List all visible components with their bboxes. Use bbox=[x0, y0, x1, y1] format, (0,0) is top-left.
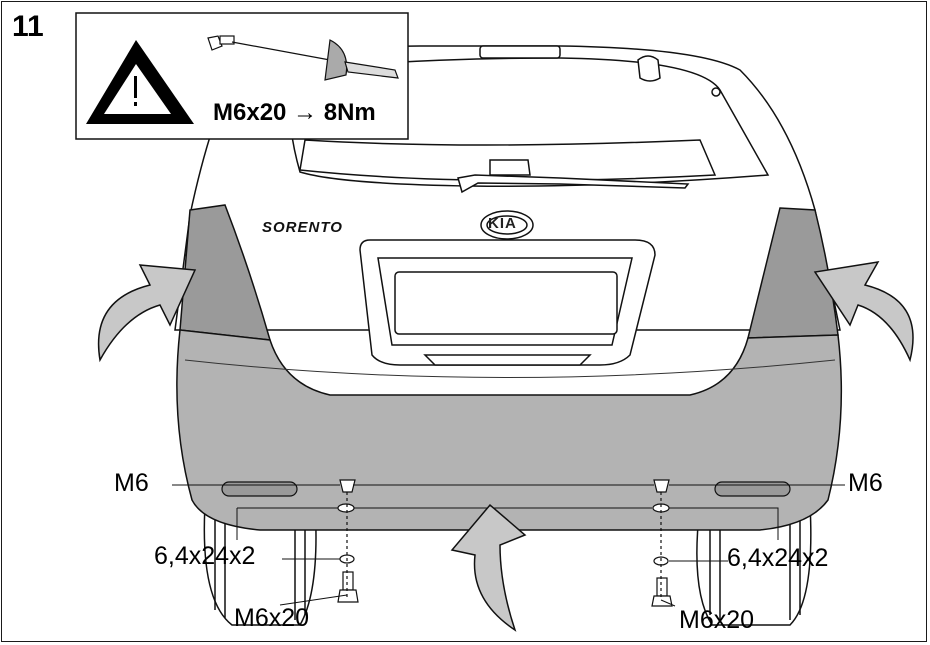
washer-label-left: 6,4x24x2 bbox=[154, 542, 256, 570]
curved-arrow-icon-left bbox=[97, 264, 197, 363]
warning-triangle-icon bbox=[86, 40, 194, 124]
curved-arrow-icon-bottom bbox=[450, 503, 527, 632]
reflector-right bbox=[714, 481, 791, 497]
bolt-label-right: M6x20 bbox=[679, 606, 755, 634]
torque-wrench-icon bbox=[207, 35, 399, 81]
rear-tyre-left bbox=[203, 504, 317, 626]
brand-logo: KIA bbox=[488, 215, 517, 232]
reflector-left bbox=[221, 481, 298, 497]
torque-spec: M6x20 → 8Nm bbox=[213, 99, 376, 126]
hardware-right bbox=[651, 479, 673, 607]
hardware-left bbox=[337, 479, 359, 603]
bolt-label-left: M6x20 bbox=[234, 604, 310, 632]
model-badge: SORENTO bbox=[262, 219, 343, 236]
nut-label-right: M6 bbox=[848, 469, 883, 497]
warning-box bbox=[75, 12, 409, 140]
rear-tyre-right bbox=[696, 504, 812, 626]
nut-label-left: M6 bbox=[114, 469, 149, 497]
washer-label-right: 6,4x24x2 bbox=[727, 544, 829, 572]
leader-lines bbox=[172, 484, 845, 607]
step-number: 11 bbox=[12, 10, 44, 43]
curved-arrow-icon-right bbox=[813, 261, 914, 363]
